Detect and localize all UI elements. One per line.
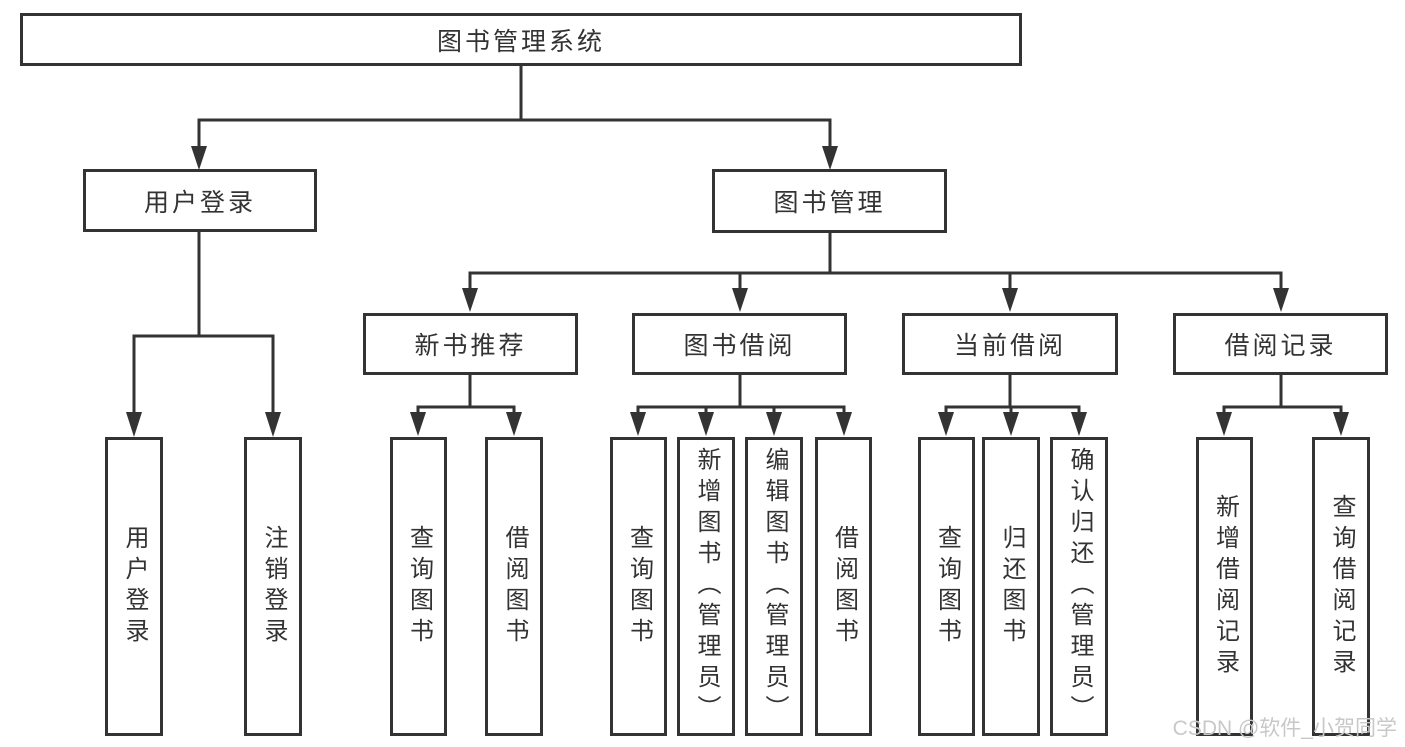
leaf-borrow-book-2-label: 借阅图书 (830, 524, 858, 649)
node-root-library-system: 图书管理系统 (20, 13, 1022, 66)
node-user-login: 用户登录 (83, 169, 317, 232)
leaf-add-book-admin-label: 新增图书（管理员） (693, 447, 720, 726)
node-current-borrow-label: 当前借阅 (953, 332, 1066, 360)
leaf-query-book-2: 查询图书 (610, 437, 667, 736)
connector-borrow-records-children (1216, 375, 1349, 436)
leaf-query-book-3-label: 查询图书 (933, 524, 961, 649)
leaf-borrow-book-1-label: 借阅图书 (501, 524, 528, 649)
leaf-confirm-return-admin: 确认归还（管理员） (1050, 437, 1108, 736)
leaf-query-book-1-label: 查询图书 (405, 524, 433, 649)
leaf-return-book: 归还图书 (982, 437, 1040, 736)
node-book-management-label: 图书管理 (773, 189, 886, 217)
node-borrow-records: 借阅记录 (1173, 313, 1388, 375)
leaf-edit-book-admin: 编辑图书（管理员） (745, 437, 803, 736)
leaf-logout-label: 注销登录 (260, 524, 287, 649)
node-user-login-label: 用户登录 (143, 188, 256, 217)
node-borrow-records-label: 借阅记录 (1224, 332, 1337, 360)
connector-book-mgmt-children (462, 233, 1289, 312)
leaf-query-book-3: 查询图书 (918, 437, 975, 736)
leaf-add-book-admin: 新增图书（管理员） (677, 437, 735, 736)
leaf-borrow-book-1: 借阅图书 (485, 437, 543, 736)
node-new-book-recommend-label: 新书推荐 (414, 332, 527, 360)
leaf-user-login-label: 用户登录 (121, 524, 148, 649)
connector-new-book-children (410, 375, 522, 436)
leaf-confirm-return-admin-label: 确认归还（管理员） (1066, 447, 1093, 726)
leaf-user-login: 用户登录 (105, 437, 163, 736)
leaf-return-book-label: 归还图书 (998, 524, 1025, 649)
leaf-query-borrow-record-label: 查询借阅记录 (1328, 493, 1355, 680)
leaf-borrow-book-2: 借阅图书 (815, 437, 872, 736)
leaf-edit-book-admin-label: 编辑图书（管理员） (761, 447, 788, 726)
leaf-query-book-2-label: 查询图书 (625, 524, 653, 649)
node-current-borrow: 当前借阅 (902, 313, 1118, 375)
node-root-label: 图书管理系统 (436, 27, 605, 56)
connector-current-borrow-children (938, 375, 1087, 436)
leaf-add-borrow-record: 新增借阅记录 (1196, 437, 1253, 736)
leaf-query-book-1: 查询图书 (390, 437, 447, 736)
node-book-borrow-label: 图书借阅 (683, 332, 796, 360)
node-book-borrow: 图书借阅 (632, 313, 847, 375)
connector-book-borrow-children (630, 375, 852, 436)
csdn-watermark: CSDN @软件_小贺同学 (1172, 717, 1397, 740)
leaf-logout: 注销登录 (244, 437, 302, 736)
connector-user-login-children (126, 232, 281, 437)
leaf-add-borrow-record-label: 新增借阅记录 (1211, 493, 1239, 680)
connector-root-to-level2 (191, 66, 838, 170)
node-new-book-recommend: 新书推荐 (363, 313, 578, 375)
leaf-query-borrow-record: 查询借阅记录 (1312, 437, 1370, 736)
node-book-management: 图书管理 (712, 169, 947, 233)
